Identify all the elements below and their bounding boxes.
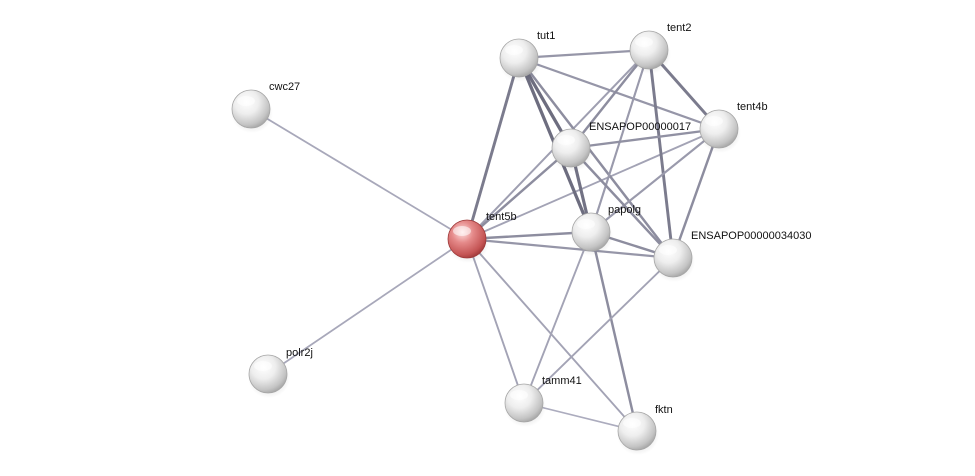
node-tent2[interactable]: tent2 xyxy=(629,22,691,74)
edge-tent5b-polr2j xyxy=(267,238,468,375)
node-label-papolg: papolg xyxy=(608,204,641,216)
node-ball[interactable] xyxy=(653,238,693,278)
edge-tent5b-ensapop17 xyxy=(465,146,573,241)
node-label-tut1: tut1 xyxy=(537,30,555,42)
node-gloss xyxy=(635,37,653,47)
edge-tut1-ensapop34030 xyxy=(517,56,675,260)
edge-ensapop17-ensapop34030 xyxy=(569,146,675,260)
node-label-tent4b: tent4b xyxy=(737,101,768,113)
node-label-polr2j: polr2j xyxy=(286,347,313,359)
node-ensapop00000017[interactable]: ENSAPOP00000017 xyxy=(551,121,691,172)
node-label-cwc27: cwc27 xyxy=(269,81,300,93)
node-gloss xyxy=(623,418,641,428)
edge-tent4b-papolg xyxy=(589,127,721,234)
node-tamm41[interactable]: tamm41 xyxy=(504,375,582,427)
node-gloss xyxy=(237,96,255,106)
node-ball[interactable] xyxy=(629,30,669,70)
edge-tent5b-fktn xyxy=(466,238,638,432)
node-gloss xyxy=(557,135,575,145)
nodes-layer: tent5b cwc27 polr2j tut1 tent2 xyxy=(231,22,811,455)
node-label-ensapop00000017: ENSAPOP00000017 xyxy=(589,121,691,133)
node-gloss xyxy=(505,45,523,55)
node-fktn[interactable]: fktn xyxy=(617,404,673,455)
node-polr2j[interactable]: polr2j xyxy=(248,347,313,398)
node-ball[interactable] xyxy=(699,109,739,149)
node-ball[interactable] xyxy=(248,354,288,394)
edge-ensapop34030-tamm41 xyxy=(523,257,674,404)
node-label-ensapop00000034030: ENSAPOP00000034030 xyxy=(691,230,811,242)
node-tent4b[interactable]: tent4b xyxy=(699,101,768,153)
edge-tut1-tent4b xyxy=(517,56,721,131)
node-ball[interactable] xyxy=(551,128,591,168)
node-label-tamm41: tamm41 xyxy=(542,375,582,387)
node-cwc27[interactable]: cwc27 xyxy=(231,81,300,133)
node-ball[interactable] xyxy=(504,383,544,423)
node-tut1[interactable]: tut1 xyxy=(499,30,555,82)
edge-tut1-tent2 xyxy=(517,48,651,60)
edge-tent5b-tamm41 xyxy=(466,238,525,404)
node-ball[interactable] xyxy=(447,219,487,259)
node-tent5b[interactable]: tent5b xyxy=(447,211,517,263)
node-gloss xyxy=(453,226,471,236)
edge-tent5b-cwc27 xyxy=(250,108,468,240)
node-gloss xyxy=(577,219,595,229)
edge-papolg-tamm41 xyxy=(523,231,592,404)
node-gloss xyxy=(659,245,677,255)
node-label-tent2: tent2 xyxy=(667,22,691,34)
node-label-tent5b: tent5b xyxy=(486,211,517,223)
node-ball[interactable] xyxy=(571,212,611,252)
node-ball[interactable] xyxy=(499,38,539,78)
node-gloss xyxy=(705,116,723,126)
node-papolg[interactable]: papolg xyxy=(571,204,641,256)
node-gloss xyxy=(510,390,528,400)
edge-papolg-fktn xyxy=(589,230,639,433)
edge-tent4b-ensapop17 xyxy=(569,127,721,150)
edge-tent5b-tent4b xyxy=(466,128,720,240)
edge-tent5b-tut1 xyxy=(465,56,521,241)
edge-tent5b-ensapop34030 xyxy=(465,237,675,260)
edge-tent2-ensapop34030 xyxy=(647,48,675,260)
node-ball[interactable] xyxy=(617,411,657,451)
node-ensapop00000034030[interactable]: ENSAPOP00000034030 xyxy=(653,230,811,282)
node-ball[interactable] xyxy=(231,89,271,129)
node-gloss xyxy=(254,361,272,371)
node-label-fktn: fktn xyxy=(655,404,673,416)
